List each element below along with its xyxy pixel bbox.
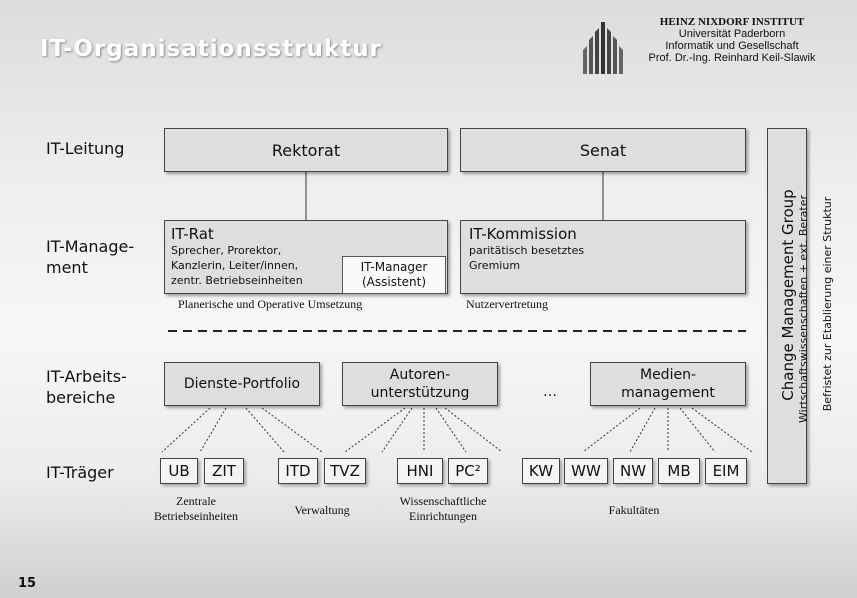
it-kommission-title: IT-Kommission [469, 225, 577, 243]
carrier-mb: MB [658, 458, 700, 484]
befristet-label: Befristet zur Etablierung einer Struktur [821, 196, 834, 412]
carrier-eim: EIM [705, 458, 747, 484]
carrier-hni: HNI [397, 458, 443, 484]
dienste-portfolio-box: Dienste-Portfolio [164, 362, 320, 406]
institute-line-1: Universität Paderborn [678, 28, 786, 40]
carrier-zit: ZIT [204, 458, 244, 484]
ellipsis: … [543, 384, 557, 400]
it-manager-line-1: IT-Manager [360, 260, 428, 274]
page-number: 15 [18, 576, 37, 591]
change-management-box: Change Management Group Wirtschaftswisse… [767, 128, 810, 484]
carrier-kw: KW [522, 458, 560, 484]
medienmanagement-box: Medien- management [590, 362, 746, 406]
row-label-traeger: IT-Träger [46, 463, 114, 482]
caption-wissenschaftlich: Wissenschaftliche Einrichtungen [380, 494, 506, 524]
caption-nutzer: Nutzervertretung [466, 297, 548, 311]
institute-logo [583, 22, 623, 74]
institute-line-2: Informatik und Gesellschaft [665, 40, 799, 52]
row-label-arbeit-2: bereiche [46, 388, 116, 407]
row-label-management-1: IT-Manage- [46, 237, 135, 256]
it-rat-line-2: Kanzlerin, Leiter/innen, [171, 259, 299, 272]
change-management-title: Change Management Group [779, 189, 797, 401]
carrier-pc2: PC² [448, 458, 488, 484]
row-label-management-2: ment [46, 258, 88, 277]
autoren-line-2: unterstützung [370, 385, 470, 401]
it-rat-line-3: zentr. Betriebseinheiten [171, 274, 303, 287]
carrier-nw: NW [613, 458, 653, 484]
institute-line-3: Prof. Dr.-Ing. Reinhard Keil-Slawik [648, 52, 816, 64]
autoren-line-1: Autoren- [389, 367, 451, 383]
rektorat-box: Rektorat [164, 128, 448, 172]
carrier-ww: WW [564, 458, 608, 484]
caption-wiss-2: Einrichtungen [409, 509, 477, 523]
caption-zentrale: Zentrale Betriebseinheiten [136, 494, 256, 524]
autorenunterstuetzung-box: Autoren- unterstützung [342, 362, 498, 406]
caption-zentrale-1: Zentrale [176, 494, 216, 508]
carrier-tvz: TVZ [324, 458, 366, 484]
it-kommission-line-1: paritätisch besetztes [469, 244, 585, 257]
institute-name: HEINZ NIXDORF INSTITUT [659, 16, 805, 28]
it-rat-title: IT-Rat [171, 225, 214, 243]
medien-line-1: Medien- [639, 367, 696, 383]
it-kommission-line-2: Gremium [469, 259, 521, 272]
caption-wiss-1: Wissenschaftliche [399, 494, 487, 508]
caption-fakultaeten: Fakultäten [608, 503, 660, 517]
caption-zentrale-2: Betriebseinheiten [154, 509, 238, 523]
row-label-arbeitsbereiche: IT-Arbeits- bereiche [46, 366, 127, 408]
it-rat-line-1: Sprecher, Prorektor, [171, 244, 282, 257]
slide-title: IT-Organisationsstruktur [40, 36, 382, 62]
carrier-ub: UB [160, 458, 198, 484]
caption-verwaltung: Verwaltung [294, 503, 350, 517]
row-label-management: IT-Manage- ment [46, 236, 134, 278]
change-management-subtitle: Wirtschaftswissenschaften + ext. Berater [797, 195, 810, 423]
senat-box: Senat [460, 128, 746, 172]
it-kommission-box: IT-Kommission paritätisch besetztes Grem… [460, 220, 746, 294]
row-label-arbeit-1: IT-Arbeits- [46, 367, 127, 386]
caption-planerisch: Planerische und Operative Umsetzung [178, 297, 363, 311]
institute-info: HEINZ NIXDORF INSTITUT Universität Pader… [632, 16, 832, 64]
it-manager-box: IT-Manager (Assistent) [342, 256, 446, 294]
row-label-leitung: IT-Leitung [46, 139, 125, 158]
it-manager-line-2: (Assistent) [361, 275, 427, 289]
carrier-itd: ITD [278, 458, 318, 484]
medien-line-2: management [621, 385, 715, 401]
